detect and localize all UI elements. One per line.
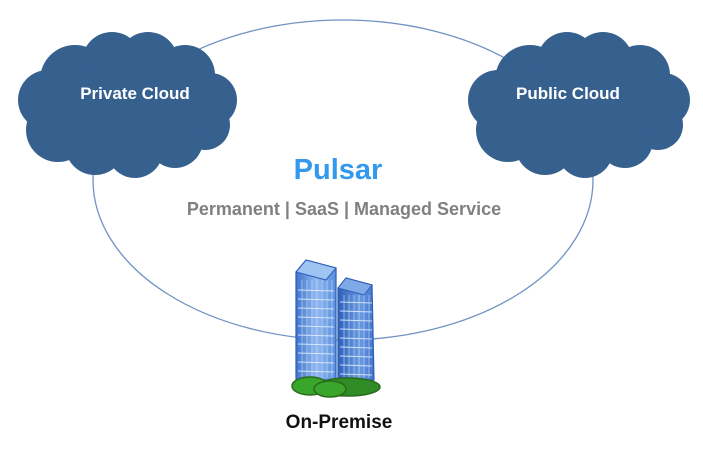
building-window-line [339,355,373,358]
building-window-line [339,328,373,331]
private-cloud-icon [18,32,237,178]
building-window-line [297,325,335,328]
diagram-title: Pulsar [293,154,383,186]
building-window-line [297,289,335,292]
building-window-line [297,307,335,310]
public-cloud-label: Public Cloud [516,84,620,103]
building-window-line [339,319,373,322]
building-window-line [339,301,373,304]
on-premise-label: On-Premise [285,412,393,433]
building-window-line [297,343,335,346]
building-window-line [339,346,373,349]
diagram-subtitle: Permanent | SaaS | Managed Service [186,199,502,219]
building-window-line [297,370,335,373]
building-window-line [297,334,335,337]
building-window-line [297,316,335,319]
building-window-line [339,373,373,376]
office-buildings-icon [291,259,381,398]
bushes [291,376,381,398]
building-window-line [297,361,335,364]
private-cloud-label: Private Cloud [80,84,190,103]
public-cloud-icon [468,32,690,178]
building-window-line [339,310,373,313]
building-window-line [297,298,335,301]
building-window-line [297,352,335,355]
building-window-line [339,337,373,340]
building-window-line [339,364,373,367]
